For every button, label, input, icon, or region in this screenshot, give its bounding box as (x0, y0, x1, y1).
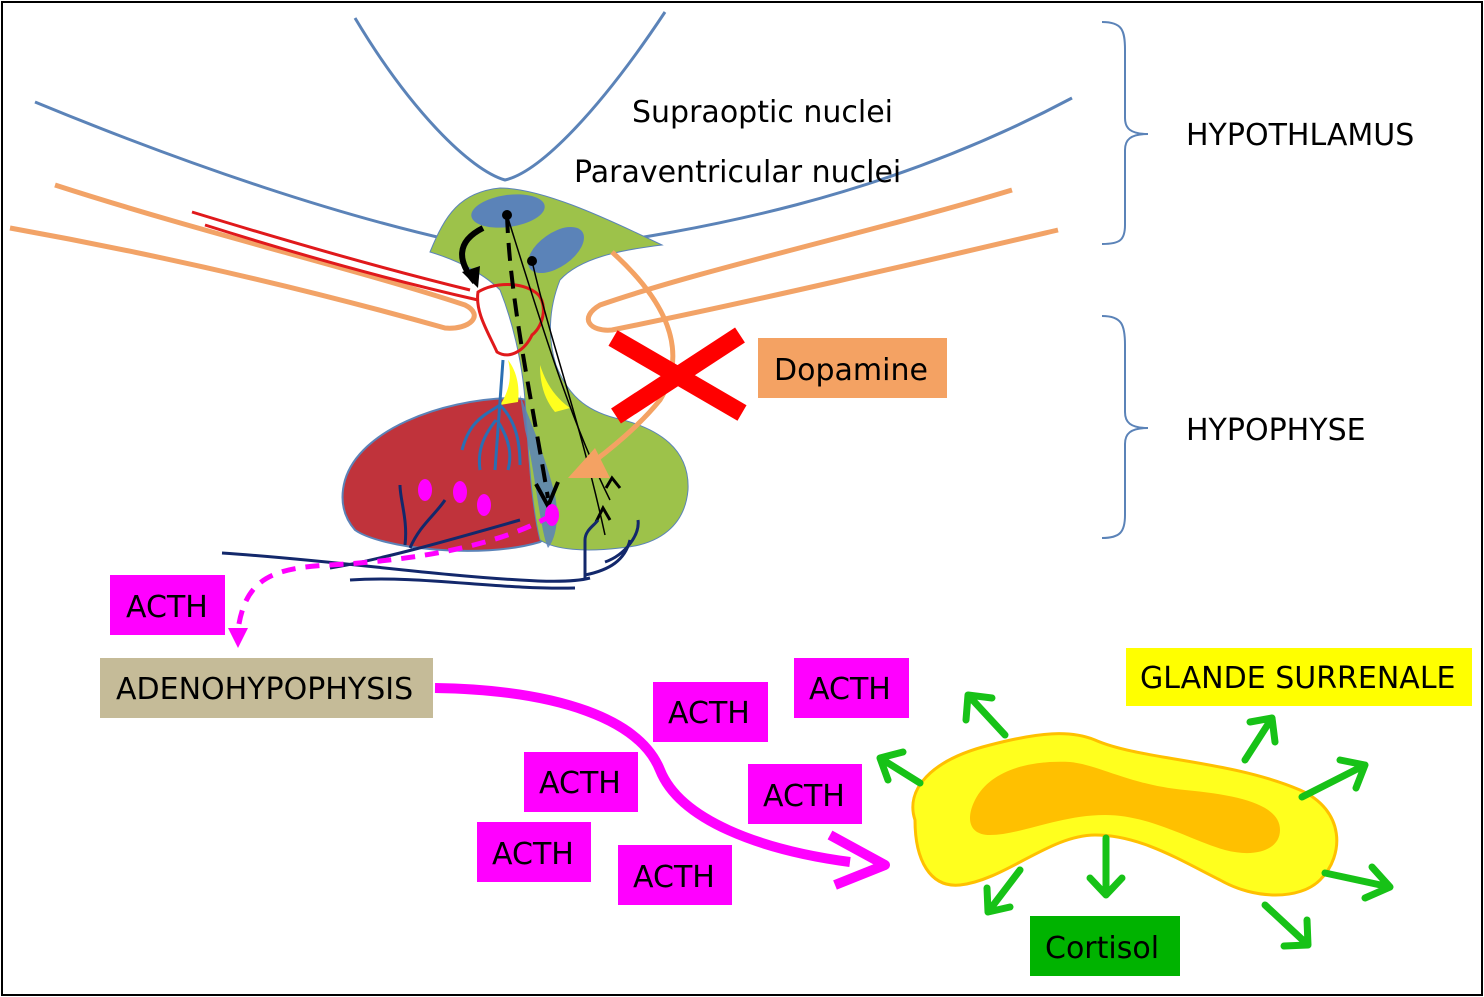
acth-tag: ACTH (668, 696, 750, 731)
acth-tag-box (794, 658, 909, 718)
hypophyse-label: HYPOPHYSE (1186, 413, 1366, 448)
axon-2 (531, 260, 606, 536)
cortisol-label: Cortisol (1045, 931, 1159, 966)
cortisol-arrow-4 (1298, 756, 1369, 801)
hypophyseal-artery (191, 210, 479, 302)
acth-granule-1 (418, 479, 432, 501)
acth-granule-2 (453, 481, 467, 503)
inhibition-cross-stroke-2 (611, 327, 745, 424)
acth-tag-box (110, 575, 225, 635)
acth-tag: ACTH (763, 779, 845, 814)
adrenal-gland-label: GLANDE SURRENALE (1140, 661, 1455, 696)
acth-circulation-arrow (434, 683, 851, 867)
acth-tag: ACTH (492, 837, 574, 872)
acth-release-arrowhead (228, 628, 248, 648)
acth-tag-box (524, 752, 638, 812)
axon-chevron-2 (594, 504, 612, 523)
acth-tag: ACTH (633, 860, 715, 895)
acth-tag-box (653, 682, 768, 742)
dopamine-box (758, 338, 947, 398)
hypothalamus-label: HYPOTHLAMUS (1186, 118, 1414, 153)
acth-tag: ACTH (539, 766, 621, 801)
adrenal-label-box (1126, 648, 1472, 706)
cortisol-arrow-6 (1261, 901, 1312, 950)
cortisol-arrow-8 (983, 866, 1024, 916)
cortisol-box (1030, 916, 1180, 976)
venous-branches-right (583, 519, 640, 580)
cortisol-arrow-5 (1321, 863, 1394, 902)
dashed-axon (505, 214, 550, 499)
venous-drainage-lower (349, 577, 576, 590)
acth-tag: ACTH (809, 672, 891, 707)
brain-outline-left (34, 100, 451, 242)
adenohypophysis-label: ADENOHYPOPHYSIS (116, 672, 413, 707)
acth-tag: ACTH (126, 590, 208, 625)
cortisol-arrow-1 (962, 691, 1009, 739)
supraoptic-nuclei-label: Supraoptic nuclei (632, 95, 893, 130)
acth-tag-box (748, 764, 862, 824)
paraventricular-nucleus (528, 226, 584, 274)
optic-tract-left (9, 182, 477, 331)
venous-drainage (221, 551, 591, 583)
neuron-arrowhead (462, 266, 480, 288)
cortisol-arrow-7 (1086, 834, 1126, 899)
dopamine-label: Dopamine (774, 353, 928, 388)
primary-capillary-plexus (476, 283, 545, 357)
acth-circulation-arrowhead (827, 830, 890, 890)
acth-granule-3 (477, 494, 491, 516)
paraventricular-nuclei-label: Paraventricular nuclei (574, 155, 901, 190)
acth-tag-box (618, 845, 732, 905)
portal-vessels (460, 359, 522, 471)
venous-branches-left (329, 484, 521, 570)
adenohypophysis-box (100, 658, 433, 718)
cortisol-arrow-2 (876, 748, 924, 787)
adrenal-gland-inner (970, 761, 1280, 854)
acth-release-path (235, 512, 554, 631)
brace-hypophyse (1101, 315, 1149, 539)
dopamine-arrowhead (568, 448, 610, 478)
third-ventricle-outline (353, 11, 667, 182)
acth-tag-box (477, 822, 591, 882)
posterior-lobe (429, 187, 689, 551)
pars-intermedia-right (540, 365, 570, 412)
pars-intermedia-left (500, 360, 519, 405)
cortisol-arrow-3 (1241, 714, 1279, 764)
optic-tract-right (585, 187, 1059, 333)
cortisol-arrows (876, 691, 1394, 950)
brace-hypothalamus (1101, 21, 1149, 245)
axon-chevron-1 (604, 475, 622, 489)
